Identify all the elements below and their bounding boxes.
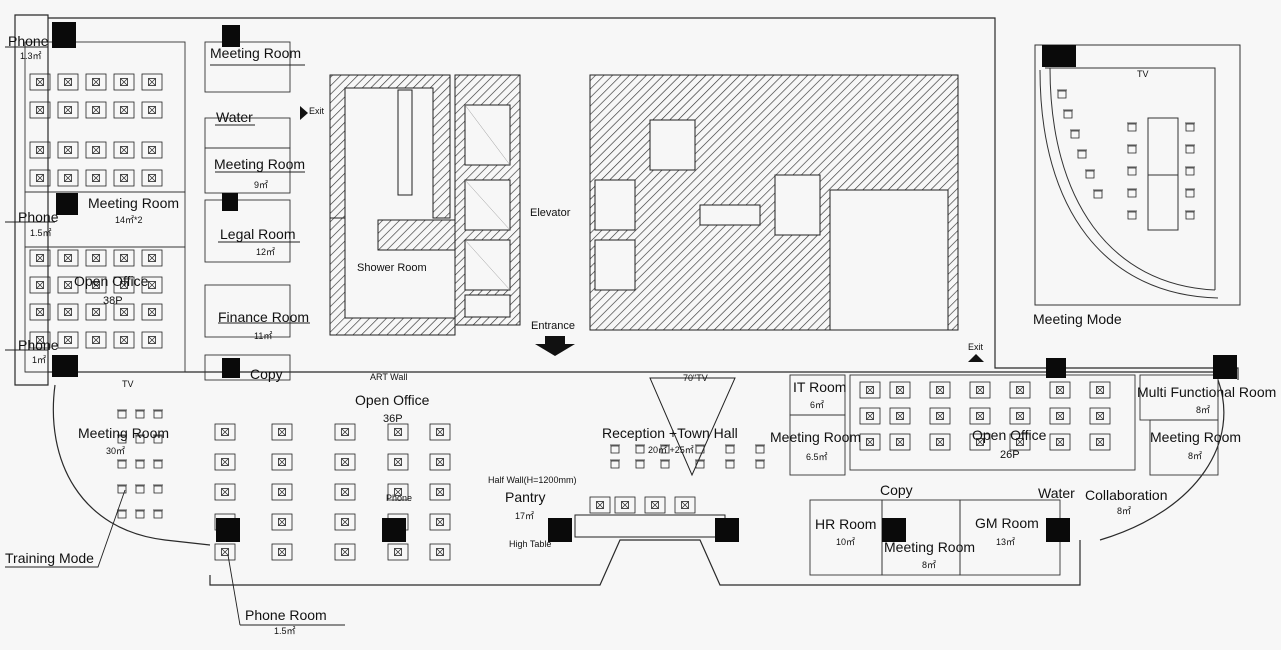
- phone-mid-label: Phone: [18, 209, 59, 225]
- reception-label: Reception +Town Hall: [602, 425, 738, 441]
- open-office-left-capacity: 38P: [103, 295, 123, 307]
- finance-room-area: 11㎡: [254, 331, 273, 341]
- hr-room-label: HR Room: [815, 516, 877, 532]
- leader-lines: [5, 46, 345, 626]
- phone-room-area: 1.5㎡: [274, 626, 296, 636]
- left-office-walls: [24, 41, 291, 381]
- meeting-mode-label: Meeting Mode: [1033, 311, 1122, 327]
- meeting-room-top-label: Meeting Room: [210, 45, 302, 61]
- high-table-label: High Table: [509, 539, 552, 549]
- exit-arrow-top: [300, 106, 308, 120]
- pantry-area: 17㎡: [515, 511, 535, 521]
- meeting-room-9-label: Meeting Room: [214, 156, 306, 172]
- structural-columns: [52, 22, 1237, 542]
- copy-left-label: Copy: [250, 366, 283, 382]
- art-wall-label: ART Wall: [370, 372, 408, 382]
- inset-tv-label: TV: [1137, 69, 1149, 79]
- meeting-room-9-area: 9㎡: [254, 180, 269, 190]
- entrance-label: Entrance: [531, 320, 576, 332]
- exit-arrow-right: [968, 354, 984, 362]
- meeting-room-right-area: 8㎡: [1188, 451, 1203, 461]
- phone-room-label: Phone Room: [245, 607, 327, 623]
- open-office-right-label: Open Office: [972, 427, 1047, 443]
- reception-area: 20㎡ +25㎡: [648, 445, 694, 455]
- phone-mid-area: 1.5㎡: [30, 228, 52, 238]
- it-room-area: 6㎡: [810, 400, 825, 410]
- meeting-mode-inset: [1034, 44, 1241, 306]
- collaboration-area: 8㎡: [1117, 506, 1132, 516]
- water-right-label: Water: [1038, 485, 1075, 501]
- phone-top-area: 1.3㎡: [20, 51, 42, 61]
- collaboration-label: Collaboration: [1085, 487, 1168, 503]
- exit-top-label: Exit: [309, 106, 325, 116]
- meeting-room-65-label: Meeting Room: [770, 429, 862, 445]
- building-outline: [14, 14, 1239, 586]
- gm-room-area: 13㎡: [996, 537, 1016, 547]
- exit-right-label: Exit: [968, 342, 984, 352]
- multi-functional-label: Multi Functional Room: [1137, 384, 1277, 400]
- shower-room-label: Shower Room: [357, 262, 427, 274]
- meeting-room-mid-label: Meeting Room: [88, 195, 180, 211]
- multi-functional-area: 8㎡: [1196, 405, 1211, 415]
- meeting-room-30-area: 30㎡: [106, 446, 126, 456]
- meeting-room-30-label: Meeting Room: [78, 425, 170, 441]
- tv-cone: [649, 377, 736, 477]
- entrance-arrow: [535, 336, 575, 356]
- open-office-right-capacity: 26P: [1000, 449, 1020, 461]
- meeting-room-mid-area: 14㎡*2: [115, 215, 143, 225]
- legal-room-area: 12㎡: [256, 247, 276, 257]
- water-left-label: Water: [216, 109, 253, 125]
- open-office-center-label: Open Office: [355, 392, 430, 408]
- hr-room-area: 10㎡: [836, 537, 856, 547]
- meeting-room-8-label: Meeting Room: [884, 539, 976, 555]
- training-tv-label: TV: [122, 379, 134, 389]
- open-office-center-capacity: 36P: [383, 413, 403, 425]
- phone-low-area: 1㎡: [32, 355, 47, 365]
- it-room-label: IT Room: [793, 379, 847, 395]
- meeting-room-65-area: 6.5㎡: [806, 452, 828, 462]
- right-office-walls: [789, 374, 1219, 576]
- training-mode-label: Training Mode: [5, 550, 94, 566]
- open-office-left-label: Open Office: [74, 273, 149, 289]
- finance-room-label: Finance Room: [218, 309, 310, 325]
- half-wall-label: Half Wall(H=1200mm): [488, 475, 577, 485]
- meeting-room-8-area: 8㎡: [922, 560, 937, 570]
- copy-right-label: Copy: [880, 482, 913, 498]
- elevator-label: Elevator: [530, 207, 571, 219]
- phone-booth-label: Phone: [386, 493, 413, 503]
- phone-top-label: Phone: [8, 33, 49, 49]
- tv-70-label: 70"TV: [683, 373, 708, 383]
- core-walls: [329, 74, 959, 336]
- legal-room-label: Legal Room: [220, 226, 296, 242]
- meeting-room-right-label: Meeting Room: [1150, 429, 1242, 445]
- gm-room-label: GM Room: [975, 515, 1039, 531]
- phone-low-label: Phone: [18, 337, 59, 353]
- pantry-label: Pantry: [505, 489, 546, 505]
